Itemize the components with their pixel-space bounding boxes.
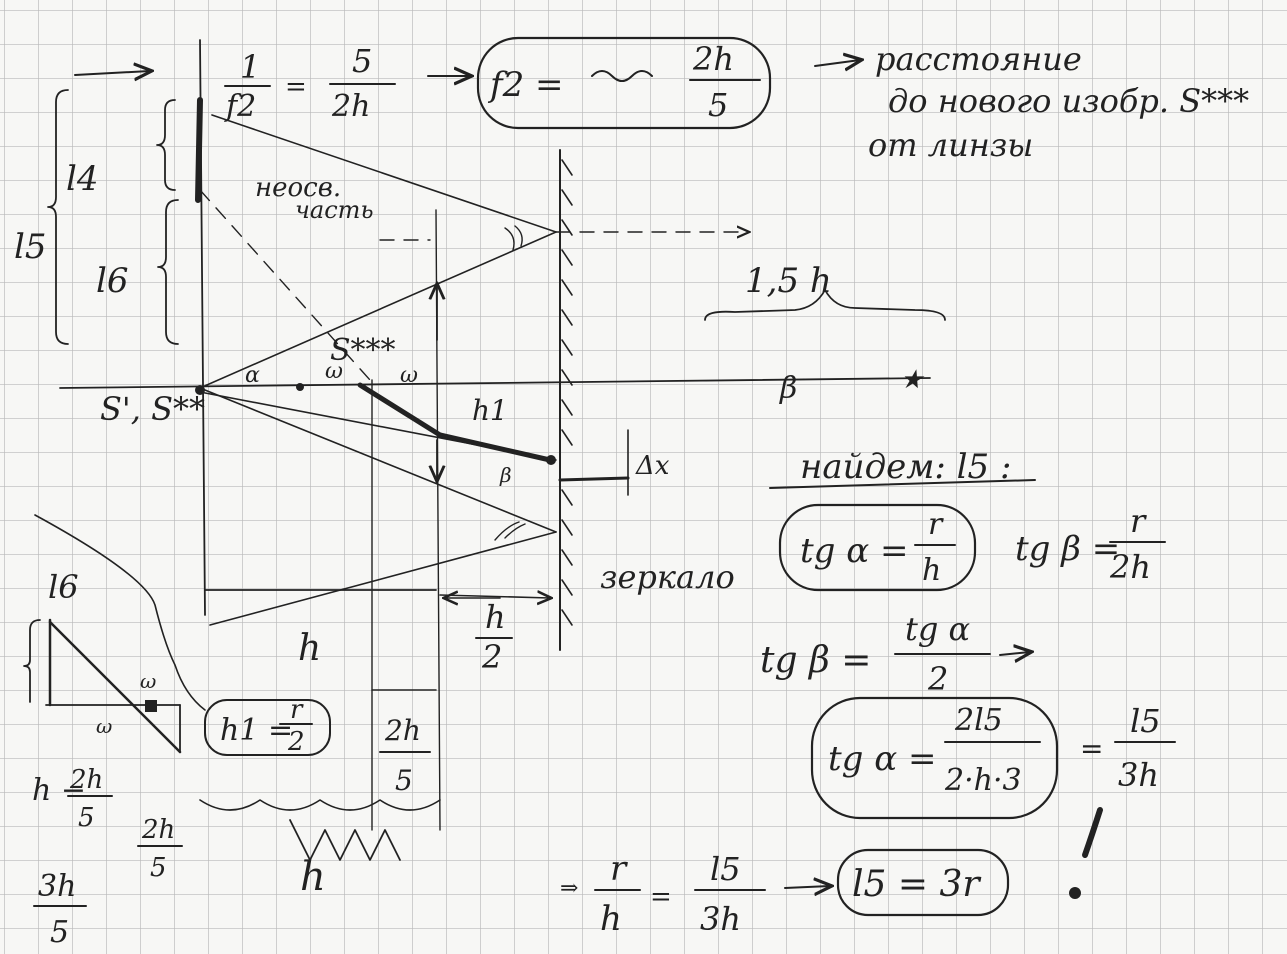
h1-equation-num: r [290,695,304,725]
optics-diagram: l4 l5 l6 неосв. часть S*** S', S** α ω ω… [14,39,946,831]
exclamation-mark [1082,807,1103,858]
concl-rhs-den: 3h [700,900,741,938]
label-alpha: α [245,363,260,388]
label-neosv-1: неосв. [255,173,341,203]
tga2-lhs: tg α = [828,739,937,779]
label-omega-2: ω [400,363,418,388]
scribble-h: h [300,854,326,900]
point-s [195,385,205,395]
tga-num: r [928,507,944,542]
tgb2-den: 2 [927,660,948,698]
frac2-den: 5 [150,853,167,883]
label-dx: Δx [635,451,670,481]
label-l5: l5 [14,227,47,267]
eq1-rhs-denominator: 2h [331,89,370,124]
note-line-3: от линзы [868,126,1033,164]
tgb2-num: tg α [905,610,970,648]
label-neosv-2: часть [295,196,374,224]
label-h2-den: 2 [481,638,502,676]
svg-text:⇒: ⇒ [560,876,578,901]
frac3-num: 3h [38,869,76,904]
label-mirror: зеркало [600,558,735,596]
point-mid [296,383,304,391]
boxed-conclusion [836,848,1010,917]
boxed-tga2 [810,696,1059,820]
boxed-tga [778,503,977,592]
eq1-rhs-numerator: 5 [352,42,372,80]
boxed-f2-denominator: 5 [708,86,728,124]
note-line-1: расстояние [875,40,1082,78]
lens-bold-segment [195,97,203,203]
label-bottom-h: h [298,628,321,669]
frac2-num: 2h [141,815,175,845]
tgb-num: r [1130,502,1147,540]
left-subfigure: l6 ω ω h1 = r 2 2h 5 h − 2h 5 2h 5 3h 5 … [23,514,441,950]
tgb2-lhs: tg β = [760,640,871,681]
star-mark: ★ [900,365,925,395]
boxed-f2-numerator: 2h [692,40,734,78]
label-l6: l6 [96,261,129,301]
tgb-den: 2h [1109,548,1151,586]
concl-lhs-den: h [600,899,622,939]
tga2-den: 2·h·3 [944,763,1022,798]
sub-label-omega-bottom: ω [96,714,112,738]
tga-den: h [922,553,941,588]
concl-rhs-num: l5 [710,850,741,888]
frac3-den: 5 [50,915,69,950]
label-1-5h: 1,5 h [745,261,832,301]
right-calculations: найдем: l5 : tg α = r h tg β = r 2h tg β… [560,447,1176,939]
label-h1: h1 [472,394,508,427]
boxed-f2-formula [476,36,772,130]
h-minus-label: h − [32,773,86,808]
right-angle-mark [145,700,157,712]
concl-boxed: l5 = 3r [852,864,981,905]
tga2-rhs-den: 3h [1118,756,1159,794]
label-beta: β [499,463,512,487]
sub-label-l6: l6 [48,568,79,606]
tga2-num: 2l5 [954,703,1003,738]
frac-2h5-den: 5 [395,764,413,797]
svg-text:=: = [650,882,672,912]
hm-frac-den: 5 [78,803,95,833]
tga-lhs: tg α = [800,531,909,571]
label-s-triple-star: S*** [330,333,396,368]
find-l5: найдем: l5 : [800,447,1011,487]
point-reflection [546,455,556,465]
tga2-rhs-num: l5 [1130,702,1161,740]
h1-equation-lhs: h1 = [220,713,293,748]
top-equation: 1 f2 = 5 2h f2 = 2h 5 расстояние до ново… [74,36,1249,164]
label-l4: l4 [66,159,99,199]
eq1-numerator: 1 [240,48,260,86]
tgb-lhs: tg β = [1015,529,1120,569]
sub-label-omega-top: ω [140,669,156,693]
hm-frac-num: 2h [69,765,103,795]
svg-text:=: = [1080,732,1103,765]
boxed-f2-lhs: f2 = [487,65,564,105]
note-line-2: до нового изобр. S*** [888,82,1249,120]
frac-2h5-num: 2h [384,714,421,747]
eq1-denominator: f2 [224,89,256,124]
concl-lhs-num: r [610,849,628,889]
label-s-prime: S', S** [100,390,205,428]
h1-equation-den: 2 [287,727,305,757]
label-h2-num: h [485,598,506,636]
label-omega-1: ω [325,359,343,384]
svg-text:=: = [285,72,307,102]
label-beta-right: β [779,371,797,406]
